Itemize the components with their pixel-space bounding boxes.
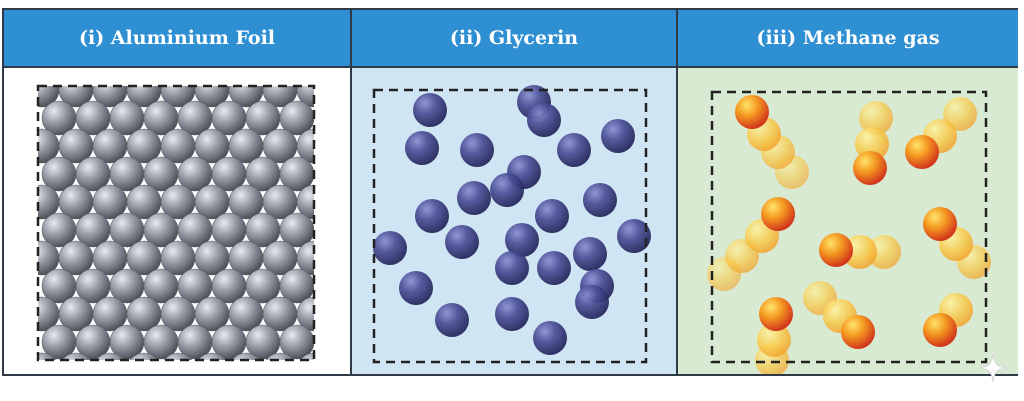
sparkle-icon [978,353,1008,383]
methane-motion-trail [943,97,977,131]
glycerin-molecule [399,271,433,305]
glycerin-molecule [373,231,407,265]
aluminium-atom [279,156,314,192]
aluminium-atom [279,212,314,248]
glycerin-molecule [557,133,591,167]
methane-motion-trail [757,323,791,357]
states-of-matter-figure: (i) Aluminium Foil (ii) Glycerin (iii) M… [2,8,1018,376]
methane-molecule [905,135,939,169]
methane-molecule [923,313,957,347]
methane-molecule [761,197,795,231]
panel-header-glycerin: (ii) Glycerin [352,10,676,68]
panel-header-aluminium: (i) Aluminium Foil [4,10,350,68]
aluminium-atom [129,352,159,360]
glycerin-molecule [535,199,569,233]
glycerin-molecule [405,131,439,165]
glycerin-molecule [527,103,561,137]
aluminium-atom [95,352,125,360]
aluminium-atom [279,100,314,136]
aluminium-atom [296,184,314,220]
glycerin-molecule [413,93,447,127]
panel-title-methane: (iii) Methane gas [756,27,940,49]
methane-molecule [841,315,875,349]
methane-molecule [759,297,793,331]
gas-particles-svg [678,68,1018,374]
aluminium-atom [296,128,314,164]
glycerin-molecule [415,199,449,233]
aluminium-atom [296,296,314,332]
glycerin-molecule [575,285,609,319]
methane-molecule [923,207,957,241]
glycerin-molecule [537,251,571,285]
glycerin-molecule [505,223,539,257]
panel-title-aluminium: (i) Aluminium Foil [78,27,276,49]
glycerin-molecule [573,237,607,271]
aluminium-atom [296,240,314,276]
panel-header-methane: (iii) Methane gas [678,10,1018,68]
liquid-particles-svg [352,68,676,374]
dashed-boundary [372,88,648,364]
aluminium-atom [231,352,261,360]
dashed-boundary [36,84,316,362]
aluminium-atom [265,352,295,360]
solid-particles-svg [4,68,350,374]
aluminium-atom [279,268,314,304]
panel-methane-gas [678,68,1018,374]
methane-motion-trail [859,101,893,135]
dashed-boundary [710,90,988,364]
glycerin-molecule [460,133,494,167]
aluminium-atom [163,352,193,360]
divider-2 [676,10,678,374]
aluminium-atom [38,352,57,360]
glycerin-molecule [435,303,469,337]
divider-1 [350,10,352,374]
methane-molecule [735,95,769,129]
aluminium-atom [61,352,91,360]
methane-molecule [819,233,853,267]
glycerin-molecule [533,321,567,355]
glycerin-molecule [601,119,635,153]
aluminium-atom [296,86,314,108]
aluminium-atom [197,352,227,360]
glycerin-molecule [617,219,651,253]
glycerin-molecule [490,173,524,207]
glycerin-molecule [445,225,479,259]
glycerin-molecule [495,297,529,331]
glycerin-molecule [583,183,617,217]
methane-molecule [853,151,887,185]
panel-glycerin [352,68,676,374]
aluminium-atom [279,324,314,360]
panel-aluminium-foil [4,68,350,374]
aluminium-atom [299,352,314,360]
methane-motion-trail [867,235,901,269]
glycerin-molecule [495,251,529,285]
panel-title-glycerin: (ii) Glycerin [449,27,579,49]
glycerin-molecule [457,181,491,215]
